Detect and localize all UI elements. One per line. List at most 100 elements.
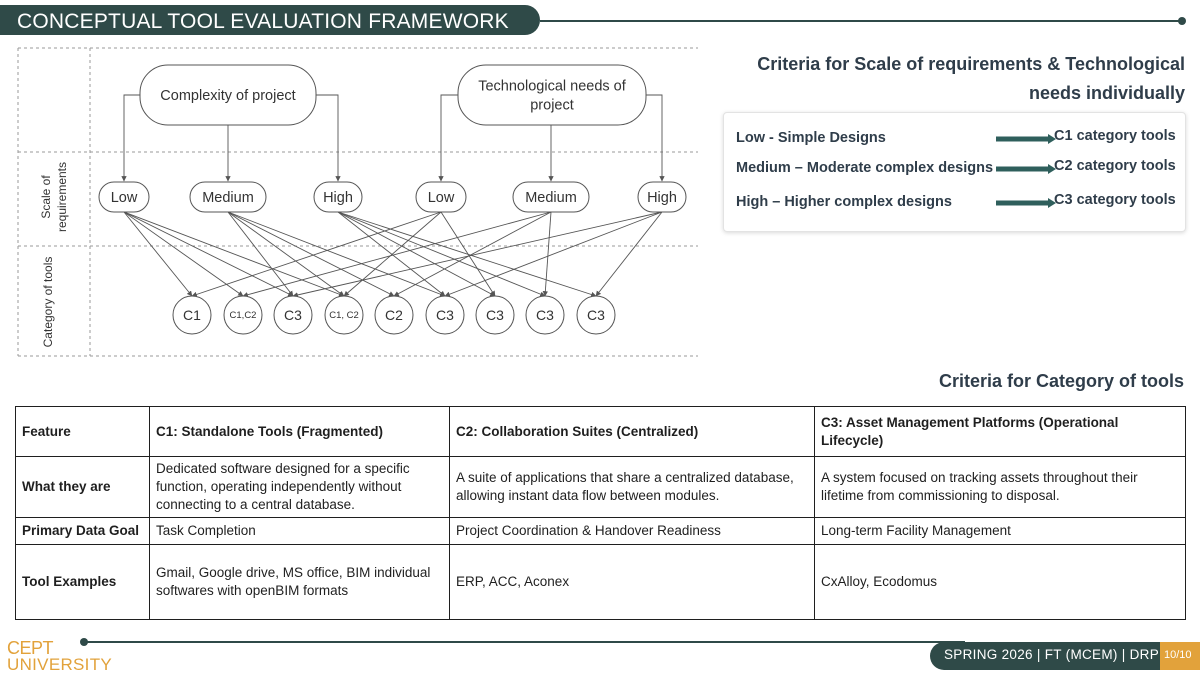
edge [227, 211, 395, 297]
table-row: Primary Data Goal Task Completion Projec… [15, 517, 1186, 545]
level-node-label: Medium [525, 190, 577, 206]
table-cell: Dedicated software designed for a specif… [149, 456, 450, 518]
arrow-right-icon [996, 198, 1056, 208]
top-node-label: Complexity of project [160, 88, 295, 104]
level-node: Medium [512, 181, 590, 213]
connector-line [121, 94, 140, 182]
criteria-heading-line1: Criteria for Scale of requirements & Tec… [757, 54, 1185, 74]
table-row: What they are Dedicated software designe… [15, 456, 1186, 518]
edge [242, 211, 552, 298]
page-title: CONCEPTUAL TOOL EVALUATION FRAMEWORK [17, 10, 509, 33]
title-rule-dot [1178, 17, 1186, 25]
table-header-row: Feature C1: Standalone Tools (Fragmented… [15, 406, 1186, 457]
connector-line [316, 94, 341, 182]
category-node-label: C2 [385, 307, 403, 323]
edge [227, 211, 294, 297]
category-node-label: C3 [284, 307, 302, 323]
footer-band: SPRING 2026 | FT (MCEM) | DRP [930, 642, 1160, 670]
table-cell: Project Coordination & Handover Readines… [449, 517, 815, 545]
level-node: Medium [189, 181, 267, 213]
table-header-cell: C3: Asset Management Platforms (Operatio… [814, 406, 1186, 457]
category-heading: Criteria for Category of tools [938, 371, 1184, 391]
edge [337, 211, 597, 298]
criteria-value: C3 category tools [1054, 192, 1176, 208]
edge [191, 211, 442, 298]
edge [542, 211, 552, 297]
table-header-cell: C1: Standalone Tools (Fragmented) [149, 406, 450, 457]
edge [123, 211, 294, 297]
category-node: C1, C2 [324, 295, 364, 335]
category-table: Feature C1: Standalone Tools (Fragmented… [15, 406, 1186, 620]
connector-line [438, 94, 458, 182]
edge [393, 211, 552, 297]
edge [123, 211, 244, 297]
category-node: C1 [172, 295, 212, 335]
criteria-label: Medium – Moderate complex designs [736, 160, 994, 176]
criteria-row-low: Low - Simple Designs C1 category tools [736, 128, 1176, 150]
category-node: C3 [273, 295, 313, 335]
criteria-label: High – Higher complex designs [736, 194, 952, 210]
category-node-label: C3 [536, 307, 554, 323]
row-label-category: Category of tools [41, 257, 55, 348]
level-node-label: High [323, 190, 353, 206]
edge [123, 211, 345, 297]
level-node: Low [98, 181, 150, 213]
edge [595, 211, 663, 297]
table-cell: Long-term Facility Management [814, 517, 1186, 545]
top-node-label: Technological needs of [478, 79, 626, 95]
level-node-label: Low [111, 190, 138, 206]
table-header-cell: C2: Collaboration Suites (Centralized) [449, 406, 815, 457]
table-cell: What they are [15, 456, 150, 518]
table-cell: Gmail, Google drive, MS office, BIM indi… [149, 544, 450, 620]
title-rule [540, 20, 1180, 22]
top-node-label: project [530, 98, 574, 114]
table-cell: Task Completion [149, 517, 450, 545]
category-node: C3 [475, 295, 515, 335]
arrow-right-icon [996, 134, 1056, 144]
criteria-box: Low - Simple Designs C1 category tools M… [723, 112, 1186, 232]
category-node-label: C3 [436, 307, 454, 323]
level-node: High [313, 181, 363, 213]
table-cell: Primary Data Goal [15, 517, 150, 545]
level-node-label: High [647, 190, 677, 206]
row-label-scale: Scale of [39, 175, 53, 219]
criteria-heading-line2: needs individually [1028, 83, 1185, 103]
edge [337, 211, 496, 297]
criteria-row-high: High – Higher complex designs C3 categor… [736, 192, 1176, 214]
page-number-badge: 10/10 [1160, 642, 1200, 670]
criteria-value: C2 category tools [1054, 158, 1176, 174]
category-node: C3 [425, 295, 465, 335]
edge [337, 211, 546, 297]
edge [440, 211, 496, 297]
edge [343, 211, 442, 297]
edge [337, 211, 446, 297]
level-node-label: Low [428, 190, 455, 206]
edge [227, 211, 345, 297]
criteria-value: C1 category tools [1054, 128, 1176, 144]
criteria-heading: Criteria for Scale of requirements & Tec… [740, 50, 1185, 108]
criteria-label: Low - Simple Designs [736, 130, 886, 146]
page-number: 10/10 [1164, 649, 1192, 661]
category-node: C2 [374, 295, 414, 335]
level-node-label: Medium [202, 190, 254, 206]
level-node: High [637, 181, 687, 213]
arrow-right-icon [996, 164, 1056, 174]
category-node-label: C1, C2 [329, 310, 359, 321]
category-node-label: C1,C2 [230, 310, 257, 321]
row-label-scale: requirements [55, 162, 69, 232]
cept-logo-line1: CEPT [7, 638, 54, 658]
edge [227, 211, 446, 297]
edge [292, 211, 663, 298]
category-node: C3 [525, 295, 565, 335]
course-label: SPRING 2026 | FT (MCEM) | DRP [944, 647, 1159, 662]
edge [444, 211, 663, 297]
category-node: C1,C2 [223, 295, 263, 335]
category-node-label: C3 [486, 307, 504, 323]
level-node: Low [415, 181, 467, 213]
footer-rule-dot [80, 638, 88, 646]
framework-diagram: Complexity of project Technological needs… [17, 47, 698, 357]
table-cell: Tool Examples [15, 544, 150, 620]
table-header-cell: Feature [15, 406, 150, 457]
criteria-row-medium: Medium – Moderate complex designs C2 cat… [736, 158, 1176, 180]
footer-rule [85, 641, 965, 643]
